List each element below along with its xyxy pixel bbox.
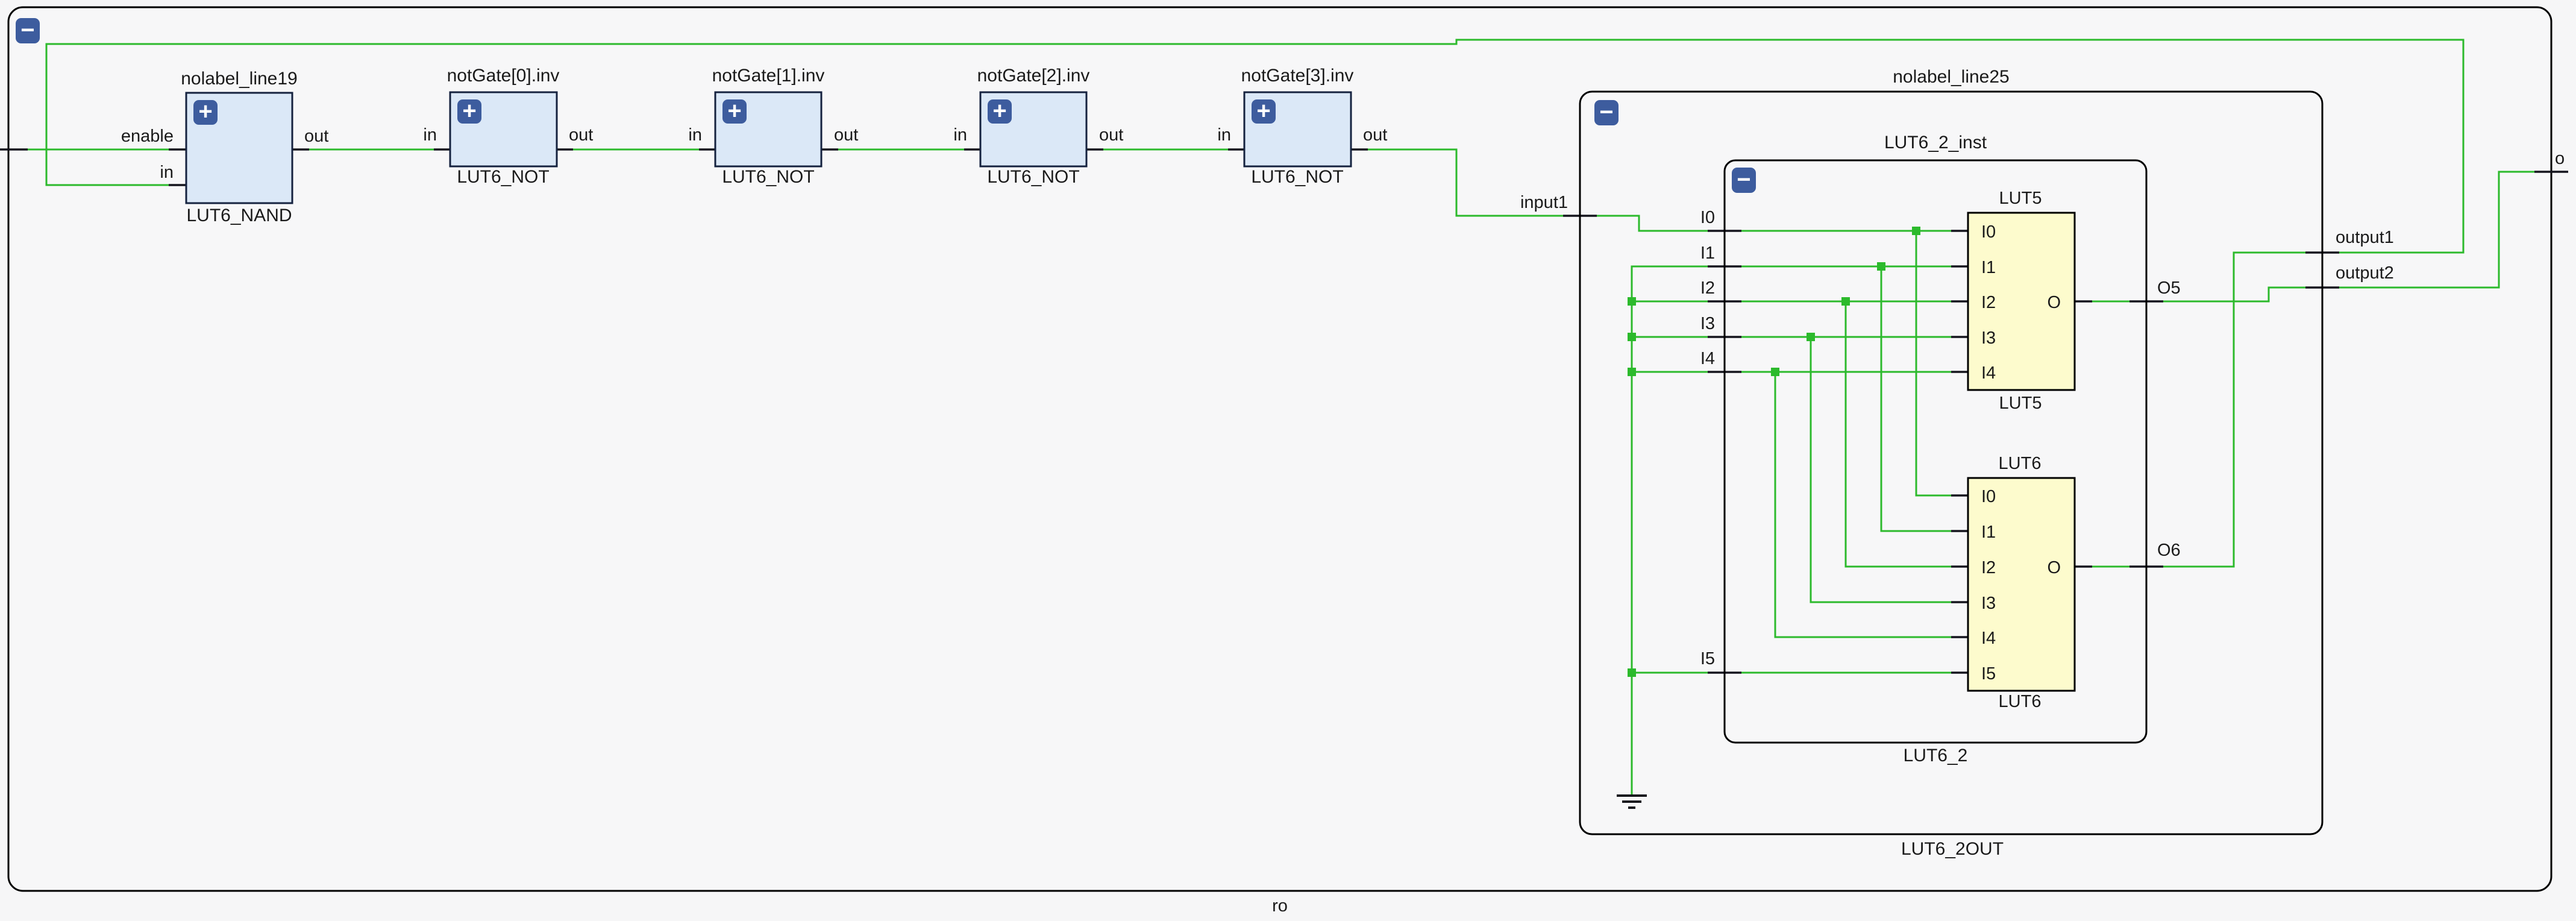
- module-ro-label: ro: [1272, 896, 1288, 916]
- plus-icon: +: [462, 98, 476, 124]
- pin-I1-label: I1: [1981, 258, 1996, 277]
- nets-lut5-to-lut6[interactable]: [1774, 231, 1951, 638]
- plus-icon: +: [727, 98, 741, 124]
- port-I5-label: I5: [1700, 649, 1715, 668]
- type-label: LUT6_2OUT: [1901, 839, 2004, 859]
- plus-icon: +: [198, 98, 212, 125]
- pin-out-label: out: [1363, 125, 1387, 145]
- gate-notGate3-expand-button[interactable]: +: [1252, 98, 1276, 124]
- pin-I3-label: I3: [1981, 594, 1996, 613]
- port-output2-label: output2: [2336, 263, 2394, 283]
- hier-LUT6_2_inst-box[interactable]: [1723, 159, 2148, 744]
- ground-symbol: [1617, 794, 1647, 809]
- gate-notGate0: + notGate[0].inv LUT6_NOT in out: [423, 66, 593, 187]
- nets-layer: [28, 39, 2538, 796]
- port-output1-label: output1: [2336, 228, 2394, 247]
- net-o6-output1-feedback[interactable]: [45, 39, 2465, 568]
- pin-in-label: in: [160, 163, 174, 182]
- instance-label: notGate[0].inv: [447, 66, 560, 86]
- type-label: LUT6_NOT: [987, 167, 1079, 187]
- pin-I2-label: I2: [1981, 293, 1996, 312]
- gate-nolabel_line19: + nolabel_line19 LUT6_NAND enable in out: [121, 69, 328, 225]
- gate-notGate2: + notGate[2].inv LUT6_NOT in out: [953, 66, 1123, 187]
- minus-icon: −: [1599, 99, 1613, 125]
- port-I3-label: I3: [1700, 314, 1715, 333]
- pin-I0-label: I0: [1981, 487, 1996, 506]
- port-O5-label: O5: [2157, 278, 2181, 298]
- pin-I1-label: I1: [1981, 523, 1996, 542]
- hier-LUT6_2_inst: − LUT6_2_inst LUT6_2 I0 I1 I2 I3 I4 I5 O…: [1700, 133, 2181, 765]
- pin-in-label: in: [1217, 125, 1231, 145]
- pin-out-label: out: [834, 125, 858, 145]
- pin-O-label: O: [2047, 293, 2061, 312]
- pin-I4-label: I4: [1981, 363, 1996, 383]
- instance-label: nolabel_line25: [1893, 67, 2010, 87]
- pin-in-label: in: [423, 125, 437, 145]
- gate-notGate1-expand-button[interactable]: +: [722, 98, 747, 124]
- net-input1[interactable]: [1368, 148, 1951, 232]
- port-I4-label: I4: [1700, 349, 1715, 368]
- gate-notGate3: + notGate[3].inv LUT6_NOT in out: [1217, 66, 1387, 187]
- hier-nolabel_line25-box[interactable]: [1579, 90, 2324, 835]
- net-ground-ties[interactable]: [1631, 265, 1951, 796]
- pin-out-label: out: [1099, 125, 1123, 145]
- gate-notGate0-expand-button[interactable]: +: [457, 98, 481, 124]
- minus-icon: −: [20, 17, 34, 43]
- pin-I2-label: I2: [1981, 558, 1996, 577]
- instance-label: LUT5: [1999, 189, 2042, 208]
- hier-nolabel_line25: − nolabel_line25 LUT6_2OUT input1 output…: [1520, 67, 2394, 859]
- pin-out-label: out: [304, 127, 328, 146]
- hier-nolabel_line25-collapse-button[interactable]: −: [1594, 99, 1619, 125]
- pin-O-label: O: [2047, 558, 2061, 577]
- lut5-primitive: LUT5 LUT5 I0 I1 I2 I3 I4 O: [1967, 189, 2076, 413]
- pin-I5-label: I5: [1981, 664, 1996, 684]
- plus-icon: +: [1256, 98, 1270, 124]
- type-label: LUT6_NOT: [1251, 167, 1343, 187]
- type-label: LUT6: [1999, 692, 2042, 711]
- pin-I0-label: I0: [1981, 222, 1996, 242]
- module-ro-collapse-button[interactable]: −: [16, 17, 40, 43]
- gate-notGate2-expand-button[interactable]: +: [988, 98, 1012, 124]
- lut5-box[interactable]: [1967, 212, 2076, 391]
- gate-notGate0-box[interactable]: [449, 91, 558, 168]
- lut6-primitive: LUT6 LUT6 I0 I1 I2 I3 I4 I5 O: [1967, 454, 2076, 711]
- pin-I3-label: I3: [1981, 328, 1996, 348]
- port-O6-label: O6: [2157, 541, 2181, 560]
- type-label: LUT6_NOT: [722, 167, 814, 187]
- instance-label: notGate[2].inv: [977, 66, 1090, 86]
- plus-icon: +: [992, 98, 1006, 124]
- port-I0-label: I0: [1700, 208, 1715, 227]
- type-label: LUT6_2: [1904, 746, 1968, 765]
- gate-notGate1: + notGate[1].inv LUT6_NOT in out: [688, 66, 858, 187]
- pin-I4-label: I4: [1981, 629, 1996, 648]
- port-input1-label: input1: [1520, 193, 1568, 212]
- instance-label: notGate[1].inv: [712, 66, 825, 86]
- pin-enable-label: enable: [121, 127, 174, 146]
- lut6-box[interactable]: [1967, 477, 2076, 692]
- port-I2-label: I2: [1700, 278, 1715, 298]
- pin-in-label: in: [953, 125, 967, 145]
- type-label: LUT6_NAND: [186, 206, 292, 225]
- instance-label: nolabel_line19: [181, 69, 298, 89]
- port-I1-label: I1: [1700, 244, 1715, 263]
- external-out-port-label: o: [2555, 149, 2565, 168]
- gate-notGate2-box[interactable]: [979, 91, 1088, 168]
- junction-dots: [1628, 227, 1920, 677]
- gate-nolabel_line19-expand-button[interactable]: +: [193, 98, 218, 125]
- instance-label: LUT6_2_inst: [1884, 133, 1987, 152]
- pin-out-label: out: [569, 125, 593, 145]
- type-label: LUT6_NOT: [457, 167, 549, 187]
- minus-icon: −: [1737, 166, 1750, 193]
- instance-label: LUT6: [1999, 454, 2042, 473]
- type-label: LUT5: [1999, 394, 2042, 413]
- instance-label: notGate[3].inv: [1241, 66, 1354, 86]
- hier-LUT6_2_inst-collapse-button[interactable]: −: [1732, 166, 1756, 193]
- pin-in-label: in: [688, 125, 702, 145]
- net-o5-output2[interactable]: [2092, 171, 2538, 303]
